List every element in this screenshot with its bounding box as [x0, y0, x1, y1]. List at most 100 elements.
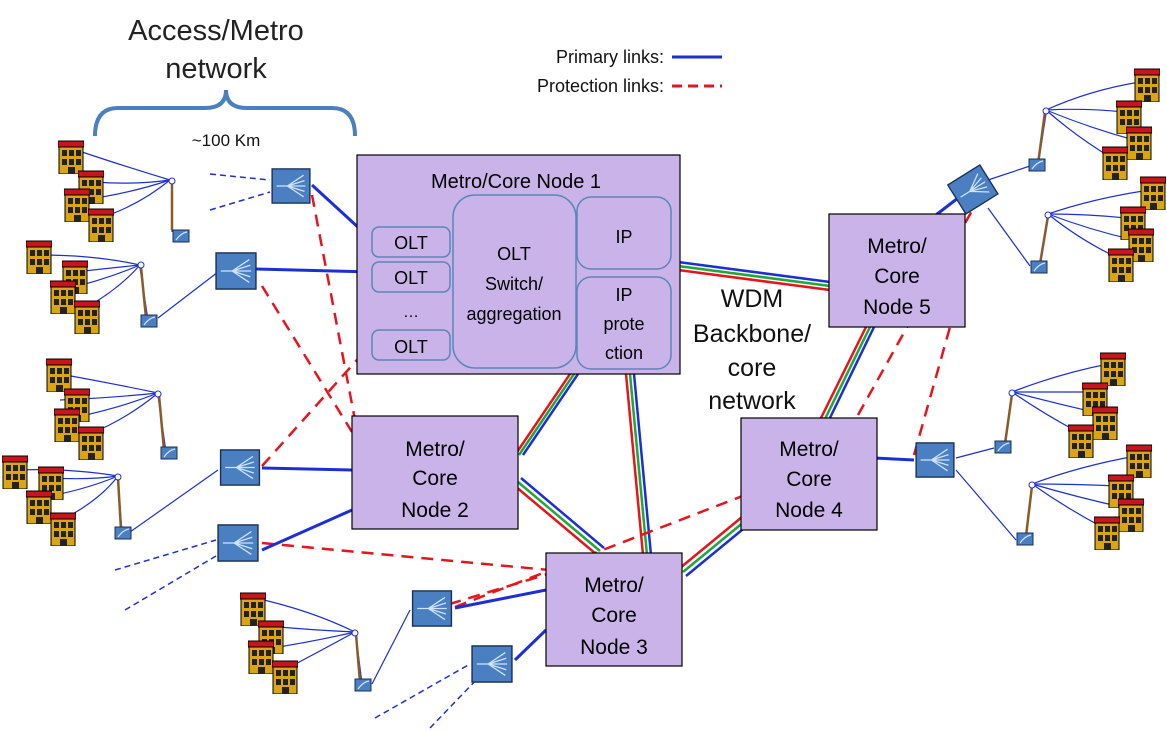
olt-box-3 — [371, 329, 451, 361]
building-icon — [50, 512, 76, 546]
splitter-rotated — [947, 164, 999, 215]
metro-core-node-5: Metro/ Core Node 5 — [828, 213, 966, 328]
metro-core-node-1: Metro/Core Node 1 OLT OLT … OLT OLT Swit… — [356, 154, 681, 375]
splitter-icon — [215, 252, 257, 290]
olt-switch-line-3: aggregation — [466, 304, 561, 324]
node-5-line-3: Node 5 — [863, 296, 931, 319]
onu-icon — [172, 229, 190, 243]
wdm-link-node3-node4 — [679, 516, 749, 577]
node-3-line-1: Metro/ — [584, 574, 644, 597]
node-3-line-3: Node 3 — [580, 636, 648, 659]
splitter-icon — [217, 524, 259, 562]
building-icon — [26, 240, 52, 274]
node-2-line-1: Metro/ — [405, 438, 465, 461]
wdm-link-node2-node3 — [514, 477, 605, 555]
wdm-line-1: WDM — [721, 285, 783, 313]
legend: Primary links: Protection links: — [537, 47, 722, 96]
onu-icon — [1016, 532, 1034, 546]
ip-protection-line-1: IP — [615, 285, 632, 305]
building-icon — [1134, 68, 1160, 102]
olt-switch-line-1: OLT — [497, 244, 531, 264]
building-icon — [1126, 444, 1152, 478]
building-icon — [50, 280, 76, 314]
protection-links — [260, 194, 980, 612]
wdm-backbone-label: WDM Backbone/ core network — [693, 285, 811, 415]
access-metro-label: Access/Metro network ~100 Km — [93, 15, 357, 150]
building-icon — [2, 455, 28, 489]
building-icon — [1068, 424, 1094, 458]
onu-icon — [114, 526, 132, 540]
legend-primary-label: Primary links: — [556, 47, 664, 67]
building-icon — [26, 490, 52, 524]
onu-icon — [140, 314, 158, 328]
wdm-backbone-links — [513, 260, 876, 577]
metro-core-node-2: Metro/ Core Node 2 — [351, 415, 519, 530]
building-icon — [54, 408, 80, 442]
building-icon — [1118, 498, 1144, 532]
ip-protection-line-3: ction — [605, 343, 643, 363]
node-5-line-1: Metro/ — [867, 235, 927, 258]
building-icon — [1094, 516, 1120, 550]
splitter-icon — [271, 168, 311, 204]
building-icon — [248, 640, 274, 674]
node-4-line-2: Core — [786, 468, 832, 491]
olt-label-3: OLT — [394, 337, 428, 357]
metro-core-node-4: Metro/ Core Node 4 — [740, 417, 878, 531]
splitter-icon — [947, 164, 999, 215]
onu-icon — [1028, 158, 1046, 172]
building-icon — [1108, 248, 1134, 282]
building-icon — [1100, 352, 1126, 386]
olt-box-1 — [371, 226, 451, 258]
building-icon — [46, 358, 72, 392]
wdm-line-2: Backbone/ — [693, 320, 811, 348]
access-stub-lines — [114, 173, 481, 729]
building-icon — [78, 426, 104, 460]
node-3-box — [545, 552, 683, 667]
node-3-line-2: Core — [591, 604, 637, 627]
node-5-line-2: Core — [874, 265, 920, 288]
onu-icon — [1030, 260, 1048, 274]
wdm-link-node1-node3 — [624, 373, 653, 556]
wdm-link-node1-node2 — [513, 373, 580, 456]
node-2-line-2: Core — [412, 467, 458, 490]
node-1-title: Metro/Core Node 1 — [431, 171, 601, 193]
building-icon — [1140, 176, 1166, 210]
legend-protection-label: Protection links: — [537, 76, 664, 96]
onu-icon — [160, 446, 178, 460]
onu-icon — [354, 678, 372, 692]
range-brace — [93, 89, 357, 137]
splitter-icon — [471, 645, 513, 683]
building-icon — [1092, 406, 1118, 440]
splitter-icon — [219, 449, 261, 486]
wdm-line-4: network — [708, 387, 796, 415]
building-icon — [1126, 126, 1152, 160]
building-icon — [64, 188, 90, 222]
onu-icon — [994, 440, 1012, 454]
building-icon — [272, 660, 298, 694]
ip-box — [576, 196, 672, 270]
building-icon — [74, 300, 100, 334]
ip-label: IP — [615, 227, 632, 247]
access-title-line-1: Access/Metro — [128, 15, 304, 47]
building-icon — [58, 140, 84, 174]
olt-switch-box — [452, 194, 577, 369]
wdm-link-node1-node5 — [677, 260, 831, 292]
tap-heads — [114, 107, 1052, 637]
ip-protection-box — [576, 276, 672, 370]
distance-label: ~100 Km — [192, 131, 261, 150]
olt-box-2 — [371, 261, 451, 293]
node-4-box — [740, 417, 878, 531]
olt-label-1: OLT — [394, 233, 428, 253]
metro-core-node-3: Metro/ Core Node 3 — [545, 552, 683, 667]
building-icon — [88, 208, 114, 242]
olt-label-2: OLT — [394, 268, 428, 288]
node-5-box — [828, 213, 966, 328]
splitter-icon — [915, 442, 955, 478]
node-4-line-3: Node 4 — [775, 499, 843, 522]
ip-protection-line-2: prote — [603, 314, 644, 334]
node-2-box — [351, 415, 519, 530]
node-4-line-1: Metro/ — [779, 438, 839, 461]
splitter-icon — [411, 590, 453, 627]
building-icon — [1102, 146, 1128, 180]
